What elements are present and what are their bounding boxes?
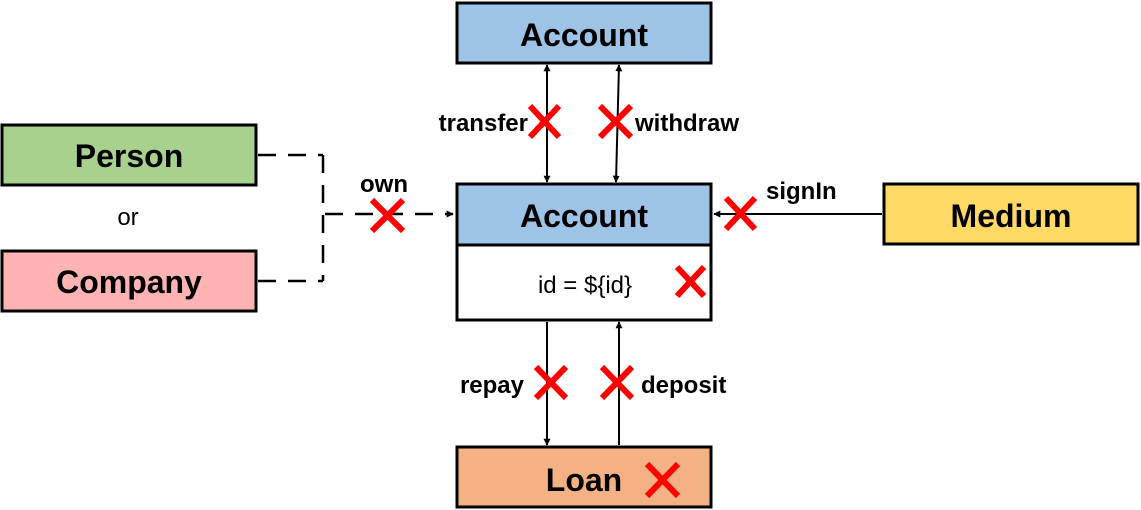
- signin-edge: signIn: [713, 178, 882, 232]
- company-box: [0, 249, 258, 313]
- account-id-property: id = ${id}: [538, 272, 632, 299]
- account-top-label: Account: [520, 17, 648, 53]
- withdraw-blocked-x-icon: [597, 103, 634, 140]
- person-node: Person: [0, 123, 258, 187]
- signin-blocked-x-icon: [723, 195, 758, 232]
- account-top-node: Account: [455, 1, 713, 65]
- repay-label: repay: [460, 372, 525, 399]
- loan-blocked-x-icon: [644, 461, 681, 499]
- account-main-node: Account id = ${id}: [455, 182, 713, 322]
- company-label: Company: [56, 264, 202, 300]
- deposit-label: deposit: [641, 372, 726, 399]
- company-node: Company: [0, 249, 258, 313]
- id-blocked-x-icon: [674, 264, 707, 299]
- account-top-box: [455, 1, 713, 65]
- person-label: Person: [75, 138, 183, 174]
- transfer-blocked-x-icon: [527, 103, 562, 140]
- repay-edge: repay: [460, 322, 569, 446]
- medium-node: Medium: [882, 182, 1140, 246]
- own-label: own: [360, 171, 408, 198]
- transfer-label: transfer: [439, 110, 528, 137]
- account-main-label: Account: [520, 198, 648, 234]
- signin-label: signIn: [766, 178, 837, 205]
- medium-label: Medium: [951, 198, 1072, 234]
- person-box: [0, 123, 258, 187]
- account-main-property-box: [455, 243, 713, 322]
- deposit-blocked-x-icon: [599, 364, 635, 401]
- loan-node: Loan: [455, 445, 713, 509]
- transfer-edge: transfer: [439, 64, 562, 183]
- or-text: or: [117, 204, 138, 231]
- loan-label: Loan: [546, 462, 622, 498]
- deposit-edge: deposit: [599, 321, 726, 445]
- own-edge: own: [258, 153, 454, 283]
- withdraw-edge: withdraw: [597, 64, 739, 183]
- medium-box: [882, 182, 1140, 246]
- repay-blocked-x-icon: [533, 364, 569, 401]
- withdraw-label: withdraw: [634, 110, 739, 137]
- own-blocked-x-icon: [369, 197, 406, 234]
- account-main-header-box: [455, 182, 713, 247]
